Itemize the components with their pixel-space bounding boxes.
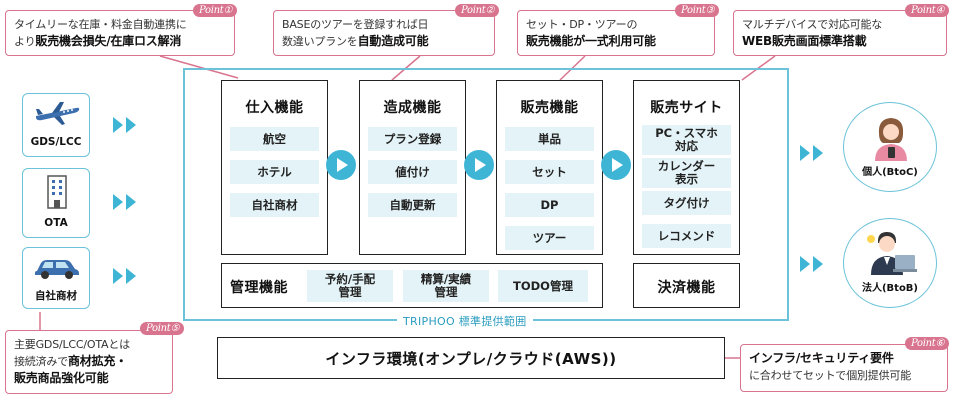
point-badge-2: Point② xyxy=(455,4,500,17)
management-item: 予約/手配管理 xyxy=(307,270,393,302)
creation-item: 自動更新 xyxy=(368,193,457,217)
source-ota: OTA xyxy=(22,168,90,238)
site-item: PC・スマホ対応 xyxy=(642,125,731,155)
flow-arrow-icon xyxy=(464,150,494,180)
sales-function-box: 販売機能 単品 セット DP ツアー xyxy=(496,80,603,255)
callout-point-2: BASEのツアーを登録すれば日 数違いプランを自動造成可能 xyxy=(273,10,495,56)
creation-title: 造成機能 xyxy=(383,100,442,116)
management-function-box: 管理機能 予約/手配管理 精算/実績管理 TODO管理 xyxy=(221,263,603,308)
callout-highlight: 販売機能が一式利用可能 xyxy=(526,34,656,48)
management-item: 精算/実績管理 xyxy=(403,270,489,302)
purchase-item: 自社商材 xyxy=(230,193,319,217)
purchase-title: 仕入機能 xyxy=(245,100,304,116)
creation-item: プラン登録 xyxy=(368,127,457,151)
management-title: 管理機能 xyxy=(230,280,288,296)
callout-text-line2: に合わせてセットで個別提供可能 xyxy=(749,369,911,382)
callout-point-3: セット・DP・ツアーの 販売機能が一式利用可能 xyxy=(517,10,715,56)
site-item: タグ付け xyxy=(642,191,731,215)
flow-chevrons-4 xyxy=(800,145,823,161)
infrastructure-box: インフラ環境(オンプレ/クラウド(AWS)) xyxy=(217,337,725,379)
purchase-item: 航空 xyxy=(230,127,319,151)
callout-text-line2: 接続済みで xyxy=(14,355,68,368)
woman-smartphone-icon xyxy=(875,118,907,161)
car-icon xyxy=(35,260,79,279)
callout-text-line1: セット・DP・ツアーの xyxy=(526,18,638,31)
callout-point-5: 主要GDS/LCC/OTAとは 接続済みで商材拡充・ 販売商品強化可能 xyxy=(5,330,173,394)
callout-text-line1: 主要GDS/LCC/OTAとは xyxy=(14,338,130,351)
customer-label: 法人(BtoB) xyxy=(861,283,919,294)
callout-text-line2: 数違いプランを xyxy=(282,35,358,48)
source-label: 自社商材 xyxy=(35,290,77,302)
callout-point-1: タイムリーな在庫・料金自動連携に より販売機会損失/在庫ロス解消 xyxy=(5,10,235,56)
settlement-title: 決済機能 xyxy=(657,280,716,296)
purchase-item: ホテル xyxy=(230,160,319,184)
sales-title: 販売機能 xyxy=(520,100,579,116)
airplane-icon xyxy=(36,102,80,125)
sales-item: ツアー xyxy=(505,226,594,250)
customer-btob: 法人(BtoB) xyxy=(843,218,937,308)
point-badge-6: Point⑥ xyxy=(905,337,950,350)
callout-point-4: マルチデバイスで対応可能な WEB販売画面標準搭載 xyxy=(733,10,947,56)
site-item: レコメンド xyxy=(642,224,731,248)
callout-text-line1: タイムリーな在庫・料金自動連携に xyxy=(14,18,187,31)
callout-point-6: インフラ/セキュリティ要件 に合わせてセットで個別提供可能 xyxy=(740,344,948,392)
businessman-laptop-icon xyxy=(867,232,917,275)
purchase-function-box: 仕入機能 航空 ホテル 自社商材 xyxy=(221,80,328,255)
callout-highlight: 自動造成可能 xyxy=(357,34,429,48)
flow-chevrons-3 xyxy=(113,268,136,284)
sales-site-box: 販売サイト PC・スマホ対応 カレンダー表示 タグ付け レコメンド xyxy=(633,80,740,255)
creation-function-box: 造成機能 プラン登録 値付け 自動更新 xyxy=(359,80,466,255)
frame-label: TRIPHOO 標準提供範囲 xyxy=(397,313,533,329)
point-badge-1: Point① xyxy=(193,4,238,17)
callout-highlight: WEB販売画面標準搭載 xyxy=(742,34,867,48)
callout-highlight: インフラ/セキュリティ要件 xyxy=(749,351,894,365)
flow-arrow-icon xyxy=(601,150,631,180)
source-label: OTA xyxy=(44,217,68,229)
site-item: カレンダー表示 xyxy=(642,158,731,188)
customer-btoc: 個人(BtoC) xyxy=(843,102,937,192)
flow-chevrons-1 xyxy=(113,117,136,133)
source-gds-lcc: GDS/LCC xyxy=(22,93,90,157)
site-title: 販売サイト xyxy=(650,100,723,116)
management-item: TODO管理 xyxy=(498,270,588,302)
flow-chevrons-5 xyxy=(800,256,823,272)
sales-item: セット xyxy=(505,160,594,184)
flow-arrow-icon xyxy=(326,150,356,180)
source-own-products: 自社商材 xyxy=(22,247,90,309)
creation-item: 値付け xyxy=(368,160,457,184)
building-icon xyxy=(47,175,67,209)
point-badge-4: Point④ xyxy=(905,4,950,17)
callout-text-line1: マルチデバイスで対応可能な xyxy=(742,18,883,31)
sales-item: DP xyxy=(505,193,594,217)
source-label: GDS/LCC xyxy=(30,136,82,148)
callout-text-line1: BASEのツアーを登録すれば日 xyxy=(282,18,429,31)
callout-highlight: 販売機会損失/在庫ロス解消 xyxy=(35,34,182,48)
settlement-function-box: 決済機能 xyxy=(633,263,740,308)
flow-chevrons-2 xyxy=(113,194,136,210)
callout-highlight: 商材拡充・ xyxy=(68,354,128,368)
point-badge-5: Point⑤ xyxy=(140,322,185,335)
callout-highlight: 販売商品強化可能 xyxy=(14,371,109,385)
customer-label: 個人(BtoC) xyxy=(862,167,918,178)
sales-item: 単品 xyxy=(505,127,594,151)
point-badge-3: Point③ xyxy=(675,4,720,17)
callout-text-line2: より xyxy=(14,35,36,48)
